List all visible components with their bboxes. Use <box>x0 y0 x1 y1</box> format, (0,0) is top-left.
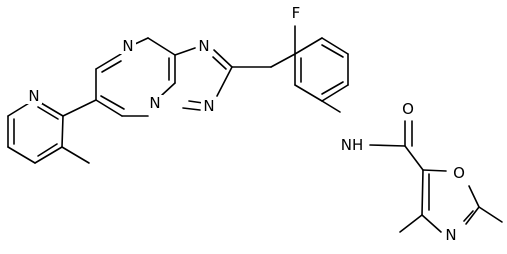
bond <box>321 37 349 55</box>
bond <box>465 206 480 225</box>
bond <box>188 100 204 104</box>
atom-text: N <box>122 37 133 55</box>
bond <box>7 146 36 164</box>
atom-label-o-carbonyl: O <box>400 100 416 118</box>
bond <box>421 169 424 216</box>
bond <box>95 99 123 117</box>
bond <box>34 146 63 164</box>
bond <box>161 82 176 96</box>
atom-label-nh: NH <box>338 136 366 154</box>
atom-text: NH <box>341 136 364 154</box>
bond <box>321 84 349 102</box>
bond <box>404 145 424 171</box>
bond-lines <box>7 25 503 233</box>
bond <box>134 37 149 45</box>
atom-labels: N N N N N F NH O <box>26 4 467 244</box>
bond <box>174 47 196 56</box>
bond <box>294 37 323 55</box>
atom-text: N <box>445 226 456 244</box>
bond <box>321 100 341 113</box>
bond <box>422 169 447 172</box>
bond <box>468 185 480 208</box>
bond <box>478 206 503 223</box>
atom-text: N <box>198 37 209 55</box>
atom-text: O <box>453 164 465 182</box>
atom-label-n-triazole-bottom: N <box>201 97 217 115</box>
atom-label-fluorine: F <box>288 4 304 22</box>
bond <box>37 143 58 157</box>
bond <box>37 106 59 120</box>
bond <box>95 53 122 70</box>
atom-label-n-bridge: N <box>147 94 163 112</box>
bond <box>321 81 344 95</box>
bond <box>421 214 442 233</box>
bond <box>294 84 323 102</box>
bond <box>212 56 227 70</box>
atom-text: N <box>149 94 160 112</box>
bond <box>369 144 406 147</box>
atom-label-o-oxazole: O <box>451 164 467 182</box>
atom-label-n-oxazole: N <box>443 226 459 244</box>
atom-text: F <box>292 4 301 22</box>
bond <box>216 66 233 97</box>
bond <box>463 210 474 222</box>
bond <box>213 49 233 68</box>
bond <box>61 146 90 164</box>
bond <box>61 115 64 148</box>
bond <box>62 99 97 117</box>
bond <box>321 44 344 58</box>
atom-label-n-pyrimidine: N <box>120 37 136 55</box>
bond <box>100 95 125 110</box>
bond <box>101 60 122 73</box>
bond <box>399 214 423 233</box>
atom-label-n-triazole-right: N <box>196 37 212 55</box>
atom-text: O <box>402 100 414 118</box>
atom-text: N <box>203 97 214 115</box>
atom-label-n-pyridine: N <box>26 87 42 105</box>
atom-text: N <box>28 87 39 105</box>
bond <box>147 37 176 56</box>
bond <box>270 53 296 68</box>
bond <box>182 107 201 111</box>
